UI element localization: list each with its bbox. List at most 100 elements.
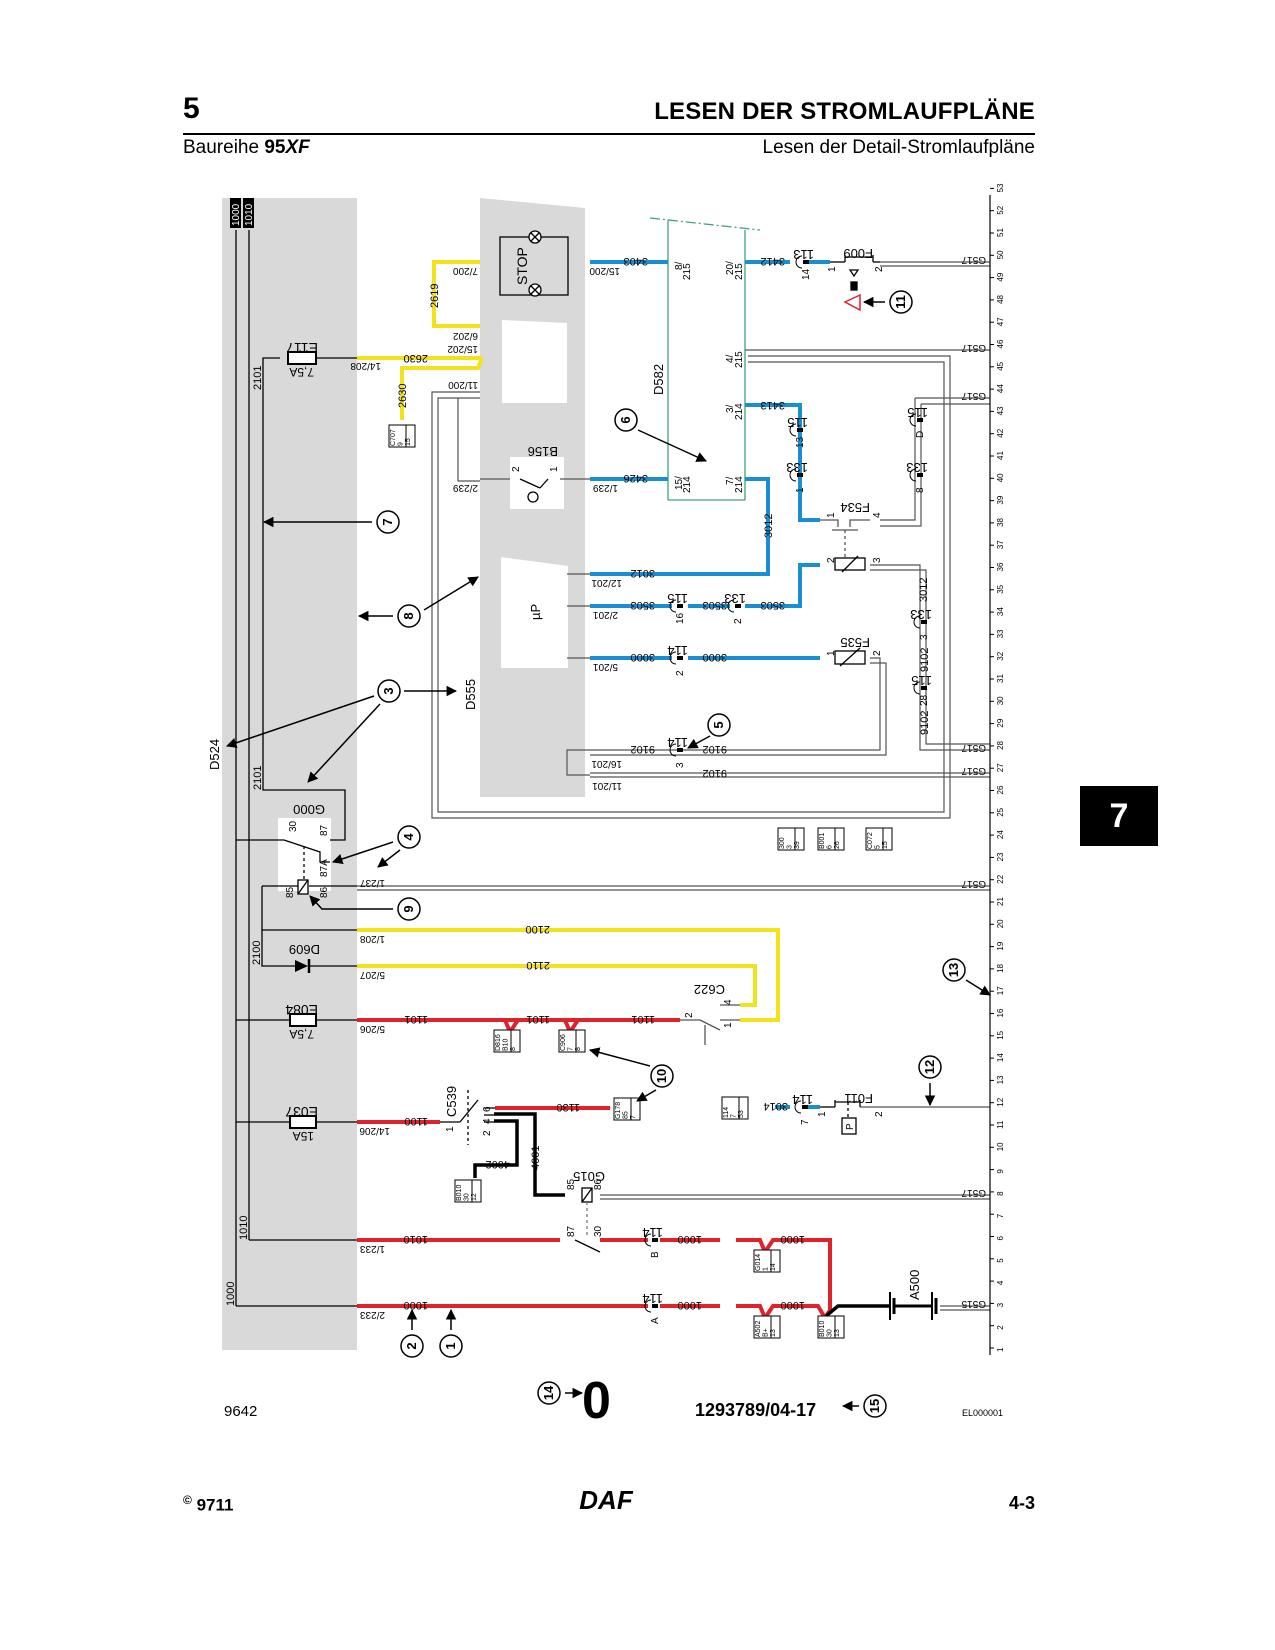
- ruler-number: 45: [996, 361, 1005, 370]
- connector-name: 113: [793, 247, 814, 262]
- fuse-e084-rating: 7,5A: [289, 1027, 314, 1041]
- pin-label: 14/206: [359, 1125, 390, 1136]
- wire-number: 1000: [678, 1233, 702, 1245]
- switch-f011[interactable]: [820, 1100, 861, 1135]
- wire-number: 3000: [631, 651, 655, 663]
- callout-number: 5: [711, 721, 726, 728]
- pin-label: 1/208: [360, 933, 385, 944]
- ruler-number: 40: [996, 473, 1005, 482]
- ruler-number: 52: [996, 205, 1005, 214]
- g015-pin: 30: [593, 1225, 604, 1237]
- ruler-number: 51: [996, 228, 1005, 237]
- figure-id: EL000001: [962, 1408, 1003, 1418]
- wire-number: 1000: [404, 1299, 428, 1311]
- tag-text: B010: [819, 1321, 826, 1337]
- d582-pin: 8/: [674, 261, 685, 270]
- callout-15: 15: [841, 1394, 887, 1418]
- ruler-number: 23: [996, 852, 1005, 861]
- ground-label: G517: [961, 1187, 986, 1198]
- copyright-code: 9711: [196, 1495, 234, 1515]
- wire-number: 1000: [781, 1299, 805, 1311]
- fuse-e037-id: E037: [285, 1104, 318, 1120]
- ruler-number: 16: [996, 1008, 1005, 1017]
- connector-name: 114: [792, 1092, 813, 1107]
- switch-f534[interactable]: [820, 519, 870, 573]
- diode-d609[interactable]: [295, 959, 311, 973]
- ruler-number: 38: [996, 517, 1005, 526]
- daf-logo-text: DAF: [579, 1485, 634, 1515]
- switch-f535[interactable]: [834, 647, 866, 667]
- connector-name: 114: [642, 1225, 663, 1240]
- tag-text: 114: [723, 1107, 730, 1118]
- fuse-e117[interactable]: E117 7,5A: [286, 340, 318, 379]
- fuse-e084[interactable]: E084 7,5A: [285, 1002, 318, 1041]
- wire-number: 3014: [764, 1100, 788, 1112]
- ruler-number: 36: [996, 562, 1005, 571]
- ruler-number: 13: [996, 1075, 1005, 1084]
- d582-pin: 7/: [725, 476, 736, 485]
- battery-a500: [889, 1292, 938, 1320]
- switch-c622[interactable]: [680, 1004, 740, 1045]
- fuse-e037[interactable]: E037 15A: [285, 1104, 318, 1143]
- switch-c539[interactable]: [440, 1090, 495, 1145]
- wire-number: 1101: [526, 1013, 550, 1025]
- ruler-number: 43: [996, 406, 1005, 415]
- up-label: µP: [528, 604, 543, 620]
- fuse-e084-id: E084: [285, 1002, 318, 1018]
- wire-number: 3503: [631, 599, 655, 611]
- series-label: Baureihe 95XF: [183, 137, 310, 159]
- tag-text: 15: [405, 438, 412, 446]
- page-subtitle: Lesen der Detail-Stromlaufpläne: [762, 137, 1036, 158]
- pin-label: 1/239: [593, 482, 618, 493]
- wire-number: 1130: [556, 1101, 580, 1113]
- wire-number: 2110: [526, 959, 550, 971]
- ruler-number: 3: [996, 1302, 1005, 1307]
- page-number: 4-3: [1008, 1493, 1035, 1513]
- switch-f009[interactable]: [830, 255, 880, 291]
- connector-name: 114: [667, 643, 688, 658]
- relay-g000[interactable]: [283, 839, 330, 895]
- d582-label: D582: [651, 364, 666, 395]
- connector-name: 133: [724, 591, 746, 606]
- tag-text: 8: [510, 1047, 517, 1051]
- ruler-number: 32: [996, 651, 1005, 660]
- tag-text: 8: [575, 1047, 582, 1051]
- connector-pin: 13: [795, 436, 806, 448]
- pin-label: 5/206: [360, 1023, 385, 1034]
- wire-number: 3012: [918, 578, 930, 602]
- chapter-tab[interactable]: 7: [1080, 786, 1158, 846]
- ruler-number: 39: [996, 495, 1005, 504]
- stop-lamp: [499, 230, 569, 297]
- rail-label-1000: 1000: [231, 203, 242, 226]
- pin-label: 11/201: [592, 780, 622, 791]
- g015-pin: 87: [566, 1225, 577, 1237]
- relay-g015[interactable]: [574, 1187, 601, 1253]
- switch-pin: 4: [872, 512, 883, 518]
- tag-text: C906: [560, 1034, 567, 1051]
- g000-pin-87a: 87A: [319, 859, 330, 877]
- tag-text: 13: [770, 1329, 777, 1337]
- ground-label: G515: [961, 1298, 986, 1309]
- d582-pin: 214: [734, 476, 745, 493]
- g000-pin-30: 30: [288, 820, 299, 832]
- connector-pin: 7: [800, 1119, 811, 1125]
- pin-label: 5/201: [593, 661, 618, 672]
- connector-pin: 16: [675, 612, 686, 624]
- wire-number: 3403: [624, 255, 648, 267]
- callout-number: 3: [381, 687, 396, 694]
- f535-label: F535: [840, 635, 870, 650]
- fuse-e117-rating: 7,5A: [289, 365, 314, 379]
- ruler-number: 6: [996, 1236, 1005, 1241]
- ruler-number: 34: [996, 607, 1005, 616]
- switch-b156[interactable]: [519, 478, 549, 503]
- series-number: 95: [264, 137, 286, 158]
- connector-name: 115: [787, 415, 808, 430]
- copyright-symbol: ©: [183, 1493, 192, 1507]
- d582-pin: 214: [682, 476, 693, 493]
- wire-number: 9102: [919, 648, 931, 672]
- tag-text: 26: [834, 841, 841, 849]
